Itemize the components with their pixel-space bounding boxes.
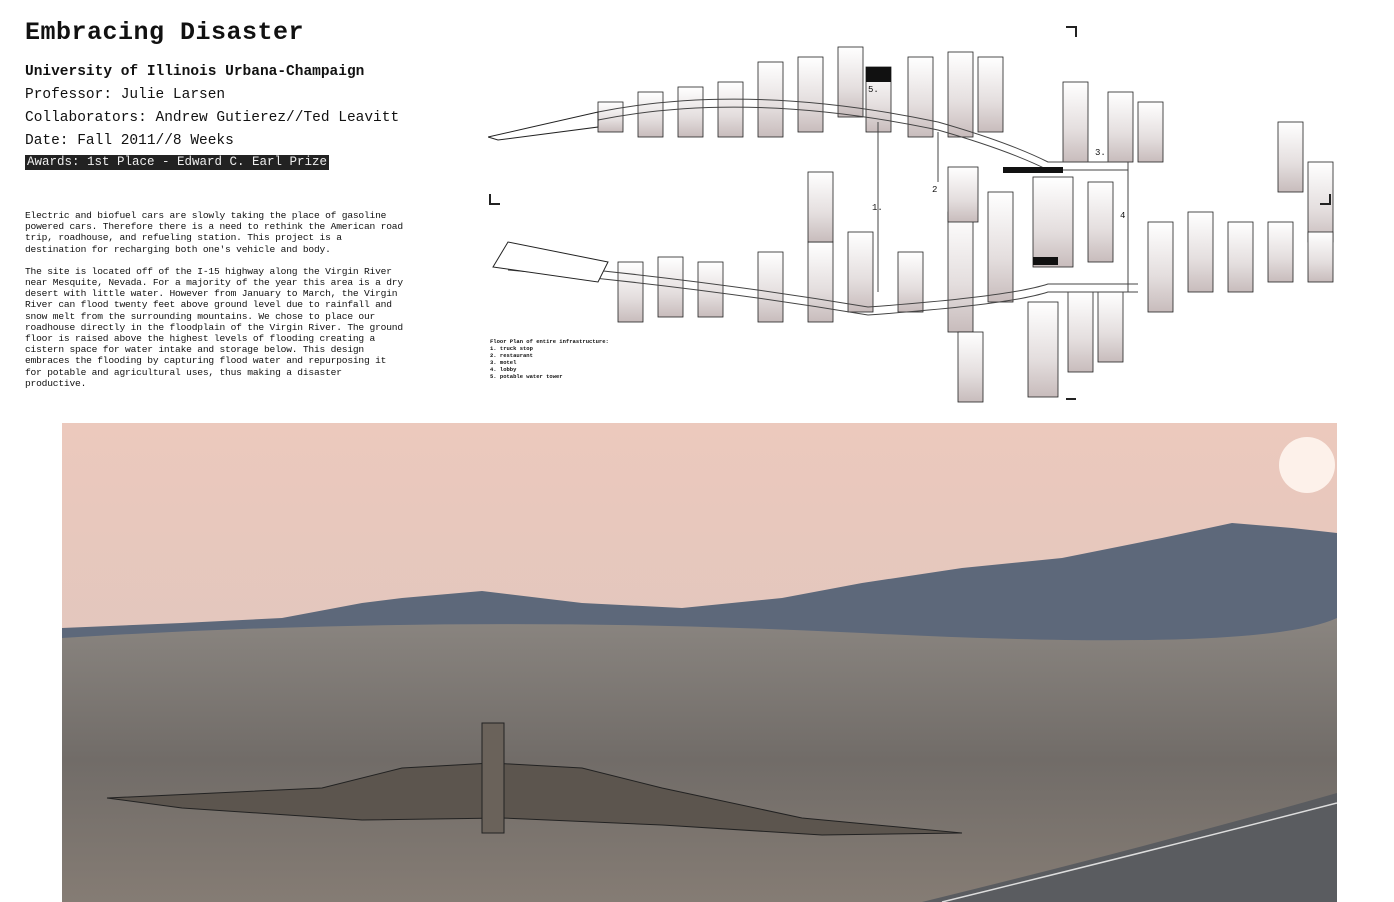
plan-building-block [637, 91, 664, 138]
plan-building-block [947, 166, 979, 223]
description-paragraph: The site is located off of the I-15 high… [25, 265, 403, 389]
plan-building-block [1307, 231, 1334, 283]
plan-building-block [597, 101, 624, 133]
plan-building-block [1067, 291, 1094, 373]
plan-building-block [757, 251, 784, 323]
plan-building-block [957, 331, 984, 403]
plan-legend: Floor Plan of entire infrastructure: 1. … [490, 338, 609, 380]
project-description: Electric and biofuel cars are slowly tak… [25, 210, 405, 400]
road [922, 793, 1337, 902]
plan-label-4: 4 [1120, 211, 1125, 221]
plan-building-block [947, 51, 974, 138]
plan-building-block [617, 261, 644, 323]
plan-building-block [837, 46, 864, 118]
plan-building-block [1027, 301, 1059, 398]
plan-building-block [1137, 101, 1164, 163]
plan-building-block [1307, 161, 1334, 243]
plan-building-block [987, 191, 1014, 303]
legend-title: Floor Plan of entire infrastructure: [490, 338, 609, 345]
floor-plan: 1. 2 3. 4 5. [488, 26, 1334, 403]
legend-item: 5. potable water tower [490, 373, 563, 380]
plan-label-3: 3. [1095, 148, 1106, 158]
plan-building-block [1062, 81, 1089, 163]
plan-building-block [1267, 221, 1294, 283]
plan-building-block [1187, 211, 1214, 293]
university: University of Illinois Urbana-Champaign [25, 64, 365, 80]
site-rendering-photo [62, 423, 1337, 902]
legend-item: 3. motel [490, 359, 517, 366]
collaborators: Collaborators: Andrew Gutierez//Ted Leav… [25, 110, 400, 126]
plan-building-block [897, 251, 924, 313]
plan-building-block [977, 56, 1004, 133]
legend-item: 2. restaurant [490, 352, 533, 359]
plan-label-1: 1. [872, 203, 883, 213]
legend-item: 4. lobby [490, 366, 517, 373]
sun [1279, 437, 1335, 493]
page-title: Embracing Disaster [25, 18, 305, 47]
plan-building-block [677, 86, 704, 138]
legend-item: 1. truck stop [490, 345, 533, 352]
plan-building-block [907, 56, 934, 138]
roadhouse-sketch [106, 722, 963, 836]
plan-building-block [1097, 291, 1124, 363]
plan-label-5: 5. [868, 85, 879, 95]
plan-building-block [1107, 91, 1134, 163]
plan-building-block [807, 241, 834, 323]
plan-building-block [1227, 221, 1254, 293]
plan-building-block [717, 81, 744, 138]
professor: Professor: Julie Larsen [25, 87, 226, 103]
plan-building-block [697, 261, 724, 318]
plan-building-block [947, 211, 974, 333]
date: Date: Fall 2011//8 Weeks [25, 133, 234, 149]
plan-building-block [1032, 176, 1074, 268]
description-paragraph: Electric and biofuel cars are slowly tak… [25, 210, 403, 255]
plan-building-block [797, 56, 824, 133]
plan-building-block [1087, 181, 1114, 263]
plan-building-block [1277, 121, 1304, 193]
plan-building-block [1147, 221, 1174, 313]
plan-label-2: 2 [932, 185, 937, 195]
plan-building-block [807, 171, 834, 243]
plan-building-block [847, 231, 874, 313]
awards: Awards: 1st Place - Edward C. Earl Prize [25, 155, 330, 170]
